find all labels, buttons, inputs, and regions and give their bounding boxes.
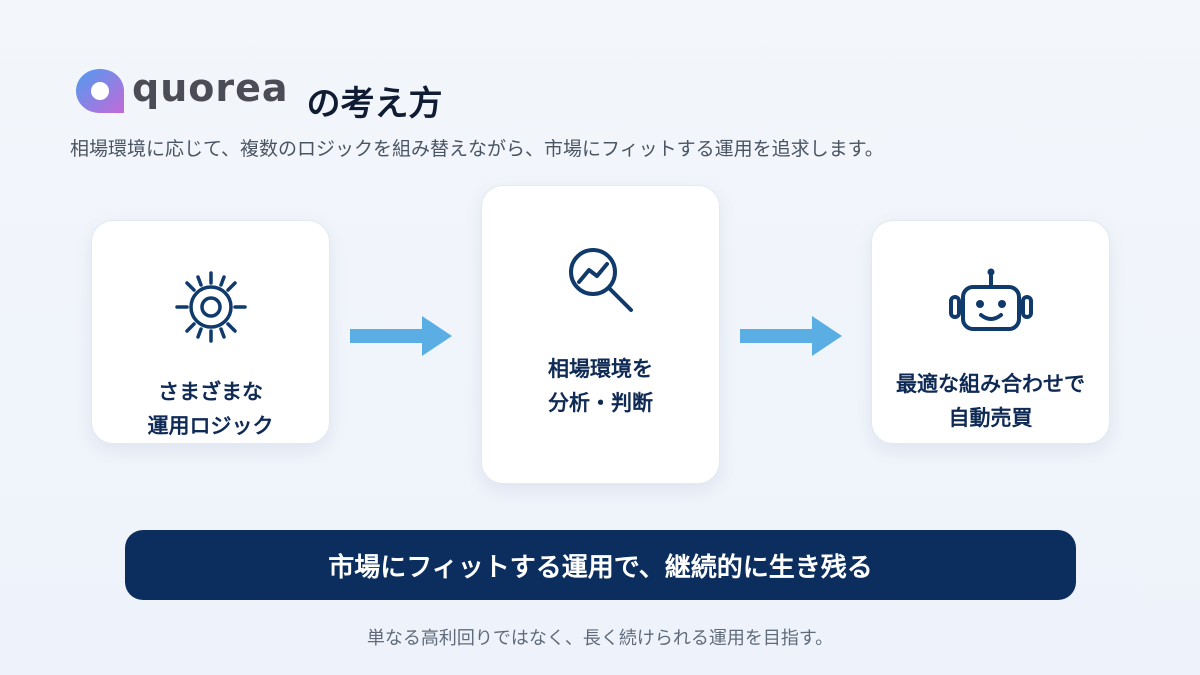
step-label-line1: 相場環境を: [548, 357, 653, 381]
step-label-line1: 最適な組み合わせで: [896, 372, 1085, 396]
footer-note: 単なる高利回りではなく、長く続けられる運用を目指す。: [366, 628, 834, 649]
magnifier-trend-icon: [568, 248, 633, 312]
step-label: 最適な組み合わせで 自動売買: [896, 367, 1085, 435]
quorea-logo-icon: [76, 68, 124, 113]
step-label: さまざまな 運用ロジック: [148, 375, 274, 443]
page-title: の考え方: [306, 84, 443, 124]
step-label: 相場環境を 分析・判断: [548, 352, 653, 420]
robot-icon: [948, 268, 1033, 331]
logo-wordmark: quorea: [132, 65, 289, 110]
key-message-banner: 市場にフィットする運用で、継続的に生き残る: [125, 530, 1076, 600]
arrow-right-icon: [350, 316, 452, 356]
step-label-line2: 運用ロジック: [147, 414, 274, 438]
step-card-analysis: 相場環境を 分析・判断: [481, 185, 720, 484]
step-label-line2: 分析・判断: [548, 391, 653, 415]
banner-text: 市場にフィットする運用で、継続的に生き残る: [328, 552, 873, 583]
arrow-right-icon: [740, 316, 842, 356]
step-label-line2: 自動売買: [948, 406, 1033, 430]
subtitle: 相場環境に応じて、複数のロジックを組み替えながら、市場にフィットする運用を追求し…: [70, 138, 884, 160]
gear-icon: [174, 271, 247, 343]
header: quorea の考え方: [72, 56, 443, 125]
step-label-line1: さまざまな: [158, 380, 263, 404]
step-card-auto-trading: 最適な組み合わせで 自動売買: [871, 220, 1110, 444]
step-card-logics: さまざまな 運用ロジック: [91, 220, 330, 444]
